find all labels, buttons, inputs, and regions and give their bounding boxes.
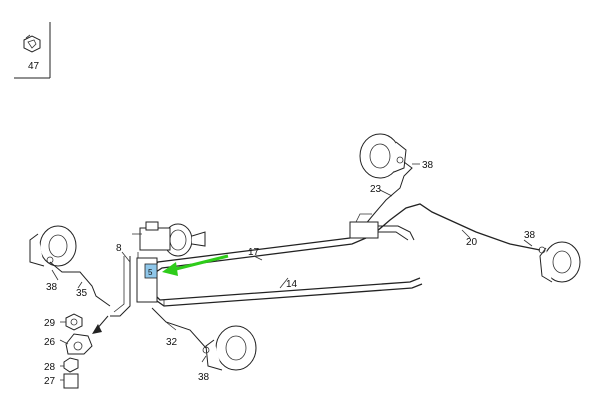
callout-14: 14 [286, 279, 298, 290]
bracket-part-26 [65, 333, 93, 355]
callout-27: 27 [44, 376, 56, 387]
callout-38-right: 38 [524, 230, 536, 241]
legend-part-number: 47 [28, 61, 40, 72]
callout-17: 17 [248, 247, 260, 258]
leader-lines [51, 163, 533, 381]
rear-junction [349, 213, 415, 241]
callout-38-left: 38 [46, 282, 58, 293]
callout-26: 26 [44, 337, 56, 348]
bushing-part-27 [63, 373, 79, 389]
callout-labels: 8 17 14 38 35 38 23 20 38 32 38 29 26 28… [44, 160, 536, 387]
brake-disc-left [29, 225, 111, 307]
callout-38-bottom: 38 [198, 372, 210, 383]
callout-38-top-right: 38 [422, 160, 434, 171]
small-parts [63, 313, 109, 389]
washer-part-28 [63, 357, 79, 373]
distribution-block: 5 [110, 256, 158, 317]
callout-35: 35 [76, 288, 88, 299]
brake-disc-right [375, 203, 581, 283]
callout-28: 28 [44, 362, 56, 373]
callout-32: 32 [166, 337, 178, 348]
nut-part-29 [65, 313, 83, 331]
callout-8: 8 [116, 243, 122, 254]
callout-20: 20 [466, 237, 478, 248]
master-cylinder [132, 221, 206, 263]
brake-disc-bottom [151, 307, 257, 371]
brake-disc-top-right [359, 133, 413, 227]
green-arrow [162, 254, 229, 276]
callout-29: 29 [44, 318, 56, 329]
highlighted-connector [144, 263, 158, 279]
clip-fastener-icon [23, 34, 41, 53]
legend-box: 47 [14, 22, 51, 79]
callout-5: 5 [148, 268, 153, 277]
callout-23: 23 [370, 184, 382, 195]
